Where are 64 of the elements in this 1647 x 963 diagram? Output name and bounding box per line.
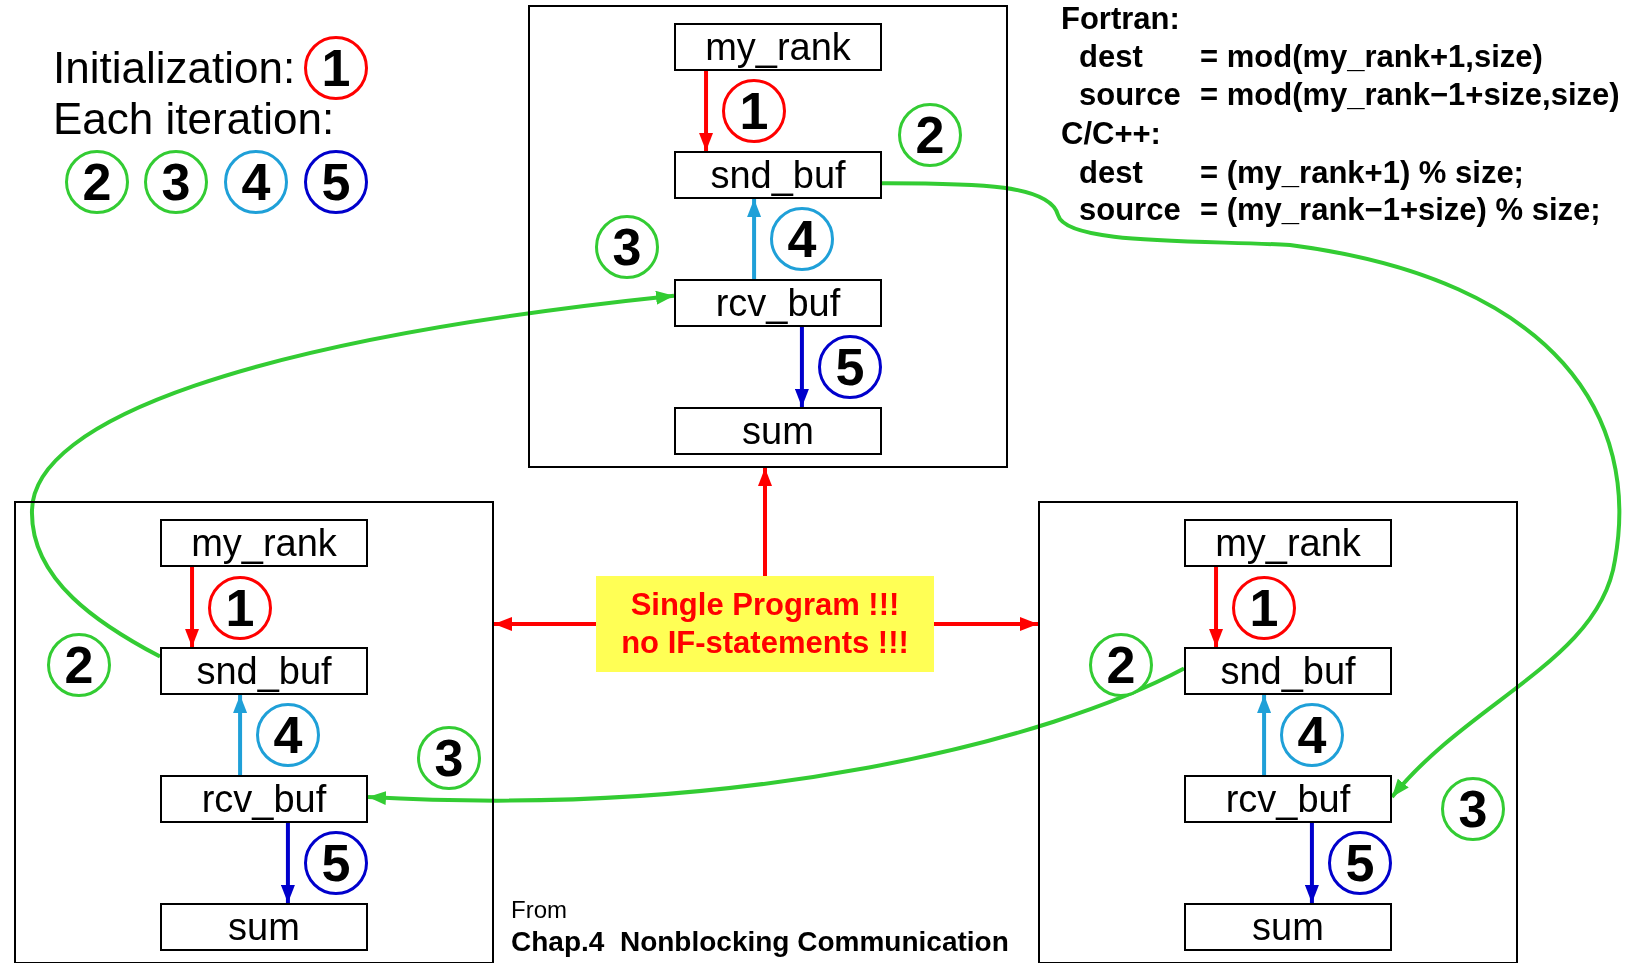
step-number: 3 <box>417 726 481 790</box>
process-panel <box>14 501 494 963</box>
step-number: 1 <box>722 79 786 143</box>
arrow <box>1304 823 1319 903</box>
step-number: 4 <box>1280 703 1344 767</box>
arrow <box>1257 695 1272 775</box>
variable-box: my_rank <box>1184 519 1392 567</box>
step-number: 1 <box>1232 576 1296 640</box>
arrow <box>882 181 1621 799</box>
step-number: 5 <box>304 150 368 214</box>
source-note: Chap.4 Nonblocking Communication <box>511 926 1009 958</box>
variable-name: dest <box>1079 38 1143 76</box>
step-number: 2 <box>898 103 962 167</box>
arrow <box>934 617 1038 631</box>
arrow <box>233 695 248 775</box>
step-number: 4 <box>770 207 834 271</box>
variable-box: sum <box>1184 903 1392 951</box>
arrow <box>699 71 714 151</box>
step-number: 5 <box>304 831 368 895</box>
arrow <box>494 617 596 631</box>
variable-name: source <box>1079 76 1181 114</box>
arrow <box>367 666 1185 805</box>
variable-box: rcv_buf <box>674 279 882 327</box>
step-number: 3 <box>1441 777 1505 841</box>
step-number: 2 <box>65 150 129 214</box>
step-number: 2 <box>47 633 111 697</box>
variable-box: snd_buf <box>1184 647 1392 695</box>
variable-box: snd_buf <box>160 647 368 695</box>
code-expression: = (my_rank−1+size) % size; <box>1200 191 1601 229</box>
step-number: 4 <box>224 150 288 214</box>
variable-box: sum <box>160 903 368 951</box>
code-heading: Fortran: <box>1061 0 1180 38</box>
code-expression: = (my_rank+1) % size; <box>1200 154 1524 192</box>
code-expression: = mod(my_rank−1+size,size) <box>1200 76 1620 114</box>
step-number: 1 <box>208 576 272 640</box>
arrow <box>30 290 675 659</box>
arrow <box>758 468 772 576</box>
note-box: Single Program !!! no IF-statements !!! <box>596 576 934 672</box>
variable-box: my_rank <box>674 23 882 71</box>
process-panel <box>528 5 1008 468</box>
variable-box: rcv_buf <box>160 775 368 823</box>
code-heading: C/C++: <box>1061 115 1161 153</box>
arrow <box>794 327 809 407</box>
process-panel <box>1038 501 1518 963</box>
step-number: 4 <box>256 703 320 767</box>
step-number: 5 <box>1328 831 1392 895</box>
step-number: 5 <box>818 335 882 399</box>
variable-box: snd_buf <box>674 151 882 199</box>
arrow <box>280 823 295 903</box>
arrow <box>1209 567 1224 647</box>
step-number: 1 <box>304 36 368 100</box>
variable-box: my_rank <box>160 519 368 567</box>
variable-name: source <box>1079 191 1181 229</box>
variable-box: sum <box>674 407 882 455</box>
step-number: 3 <box>595 215 659 279</box>
step-number: 2 <box>1089 633 1153 697</box>
variable-box: rcv_buf <box>1184 775 1392 823</box>
source-note: From <box>511 896 567 924</box>
code-expression: = mod(my_rank+1,size) <box>1200 38 1543 76</box>
step-number: 3 <box>144 150 208 214</box>
variable-name: dest <box>1079 154 1143 192</box>
arrow <box>747 199 762 279</box>
arrow <box>185 567 200 647</box>
key-label: Initialization: <box>53 44 296 92</box>
